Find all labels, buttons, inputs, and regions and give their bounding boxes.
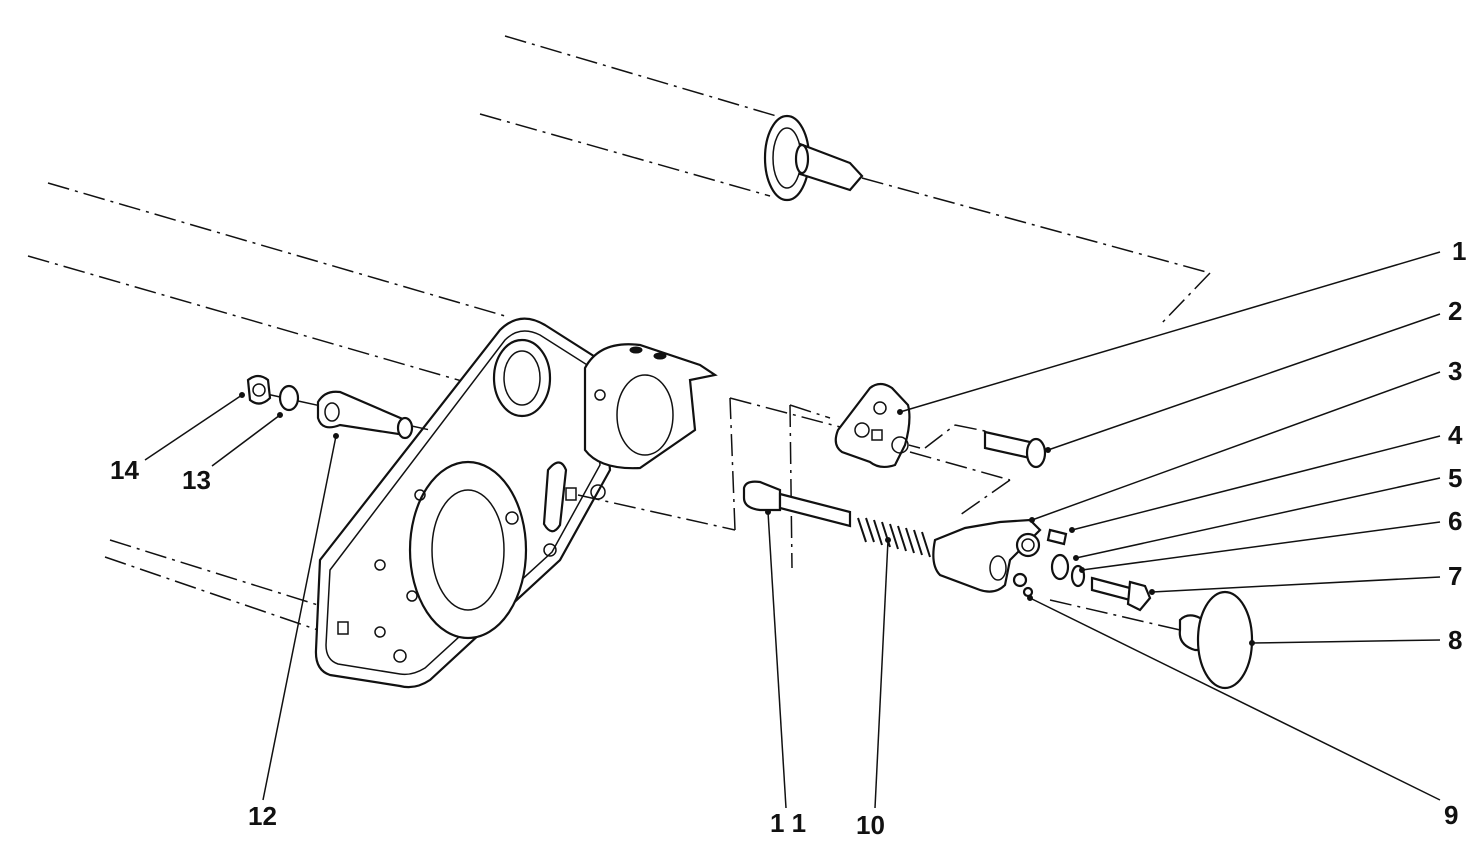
side-plate [27,182,921,689]
callout-3: 3 [1448,356,1463,386]
callout-9: 9 [1444,800,1459,830]
leader-lines [144,251,1441,809]
callout-10: 10 [856,810,885,840]
callout-1: 1 [1452,236,1467,266]
callout-8: 8 [1448,625,1463,655]
callout-2: 2 [1448,296,1463,326]
callout-7: 7 [1448,561,1463,591]
callout-6: 6 [1448,506,1463,536]
callout-12: 12 [248,801,277,831]
callout-5: 5 [1448,463,1463,493]
callout-11: 1 1 [770,808,807,838]
callout-14: 14 [110,455,139,485]
right-assembly [742,382,1254,690]
callout-13: 13 [182,465,211,495]
callout-4: 4 [1448,420,1463,450]
upper-roller [479,35,1211,326]
left-fasteners [246,374,431,440]
